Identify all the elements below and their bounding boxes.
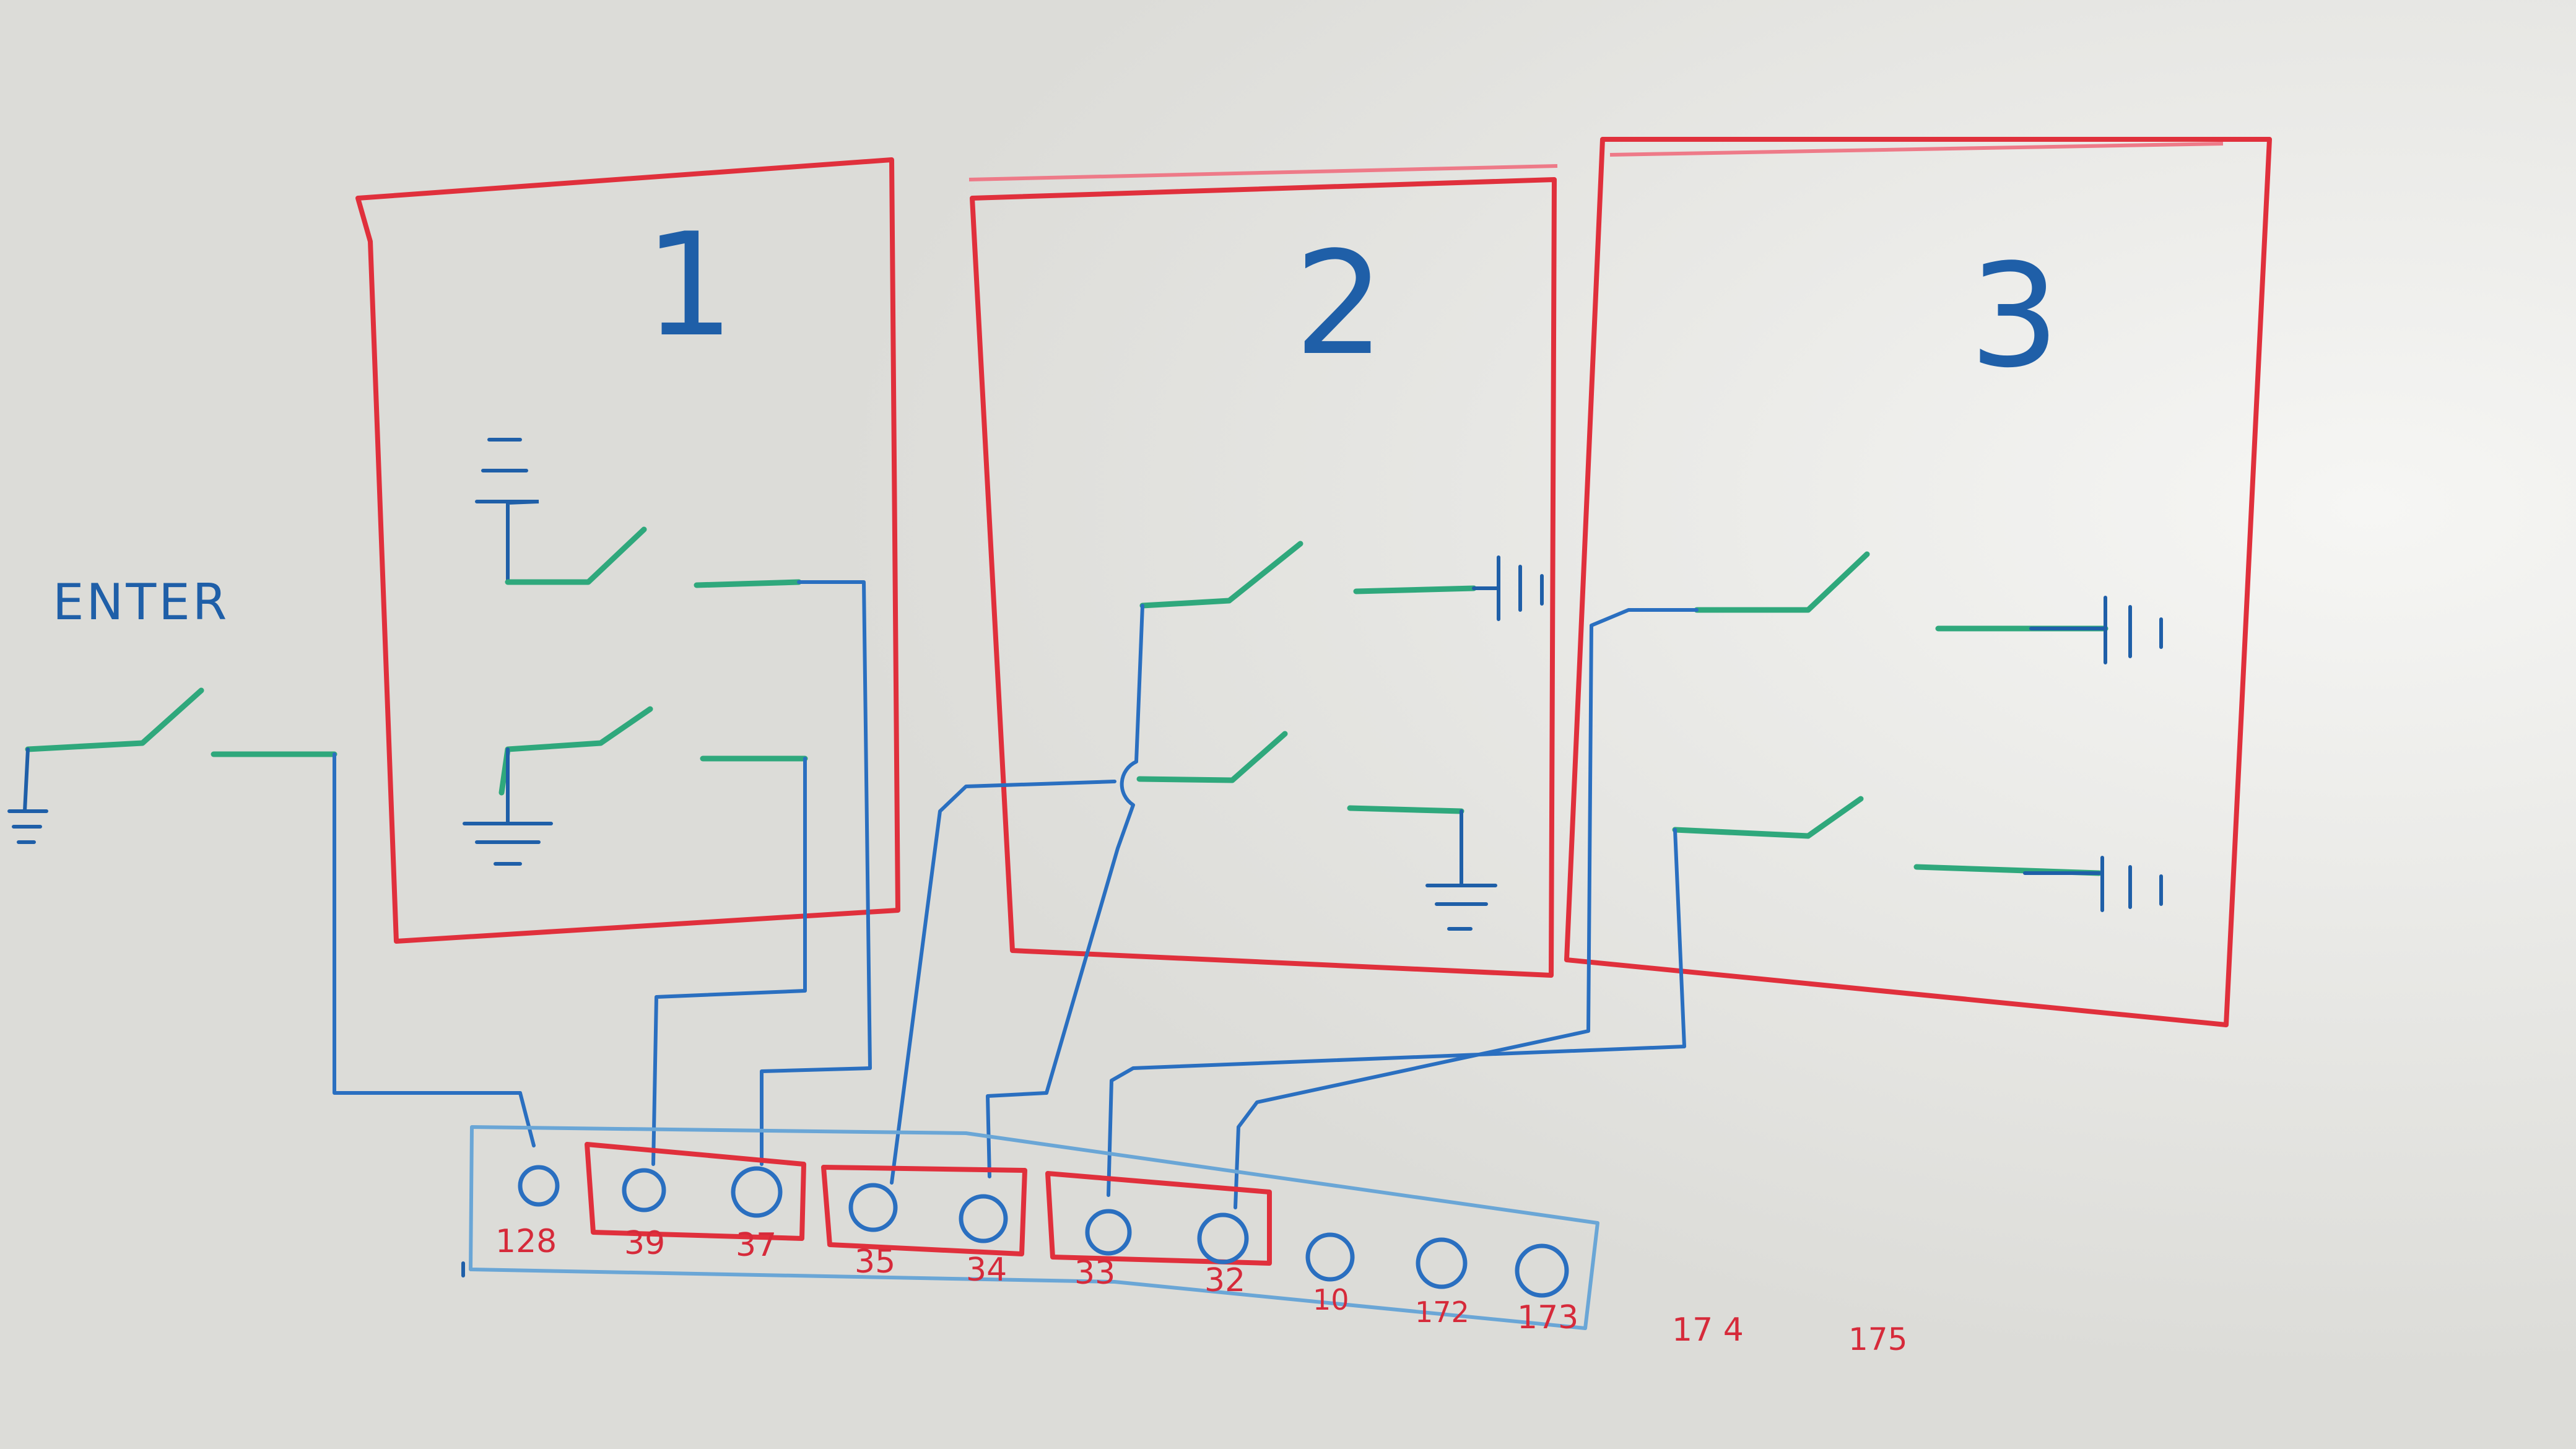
- panel-1: 1: [355, 157, 900, 944]
- panel-2-upper-switch: [1139, 541, 1544, 621]
- pin-label: 173: [1517, 1299, 1578, 1336]
- pin-label: 39: [624, 1225, 665, 1262]
- panel-3: 3: [1564, 137, 2272, 1027]
- panel-1-label: 1: [644, 203, 734, 368]
- pin-35: [848, 1183, 898, 1232]
- pin-label: 128: [495, 1223, 557, 1260]
- pin-172: [1416, 1237, 1468, 1289]
- pin-label-extra: 175: [1848, 1321, 1907, 1357]
- panel-2-label: 2: [1294, 222, 1385, 387]
- pin-label: 32: [1204, 1262, 1245, 1299]
- pin-label: 33: [1074, 1255, 1115, 1292]
- panel-1-lower-switch: [463, 706, 808, 866]
- pin-label: 172: [1415, 1295, 1469, 1329]
- wiring: [333, 580, 1699, 1209]
- pin-173: [1515, 1243, 1569, 1298]
- panel-3-label: 3: [1969, 234, 2060, 399]
- pin-34: [959, 1194, 1008, 1243]
- pin-37: [731, 1166, 783, 1218]
- pin-128: [518, 1165, 560, 1207]
- pin-label: 37: [736, 1227, 777, 1264]
- enter-switch: [7, 687, 337, 844]
- pin-label-extra: 17 4: [1672, 1312, 1744, 1349]
- pin-10: [1305, 1232, 1355, 1282]
- pin-label: 10: [1313, 1283, 1349, 1316]
- panel-3-lower-switch: [1672, 796, 2163, 912]
- panel-2-lower-switch: [1136, 731, 1497, 931]
- connector-strip: [461, 1125, 1599, 1330]
- enter-label: ENTER: [53, 573, 229, 631]
- pin-label: 35: [855, 1243, 895, 1281]
- panel-3-upper-switch: [1694, 551, 2163, 664]
- pin-label: 34: [966, 1251, 1007, 1289]
- panel-2: 2: [968, 164, 1558, 978]
- pin-32: [1197, 1212, 1249, 1264]
- pin-33: [1085, 1209, 1132, 1256]
- panel-1-upper-switch: [475, 438, 802, 588]
- pin-39: [622, 1168, 666, 1212]
- pin-labels: 128 39 37 35 34 33 32 10 172 173 17 4 17…: [495, 1223, 1907, 1357]
